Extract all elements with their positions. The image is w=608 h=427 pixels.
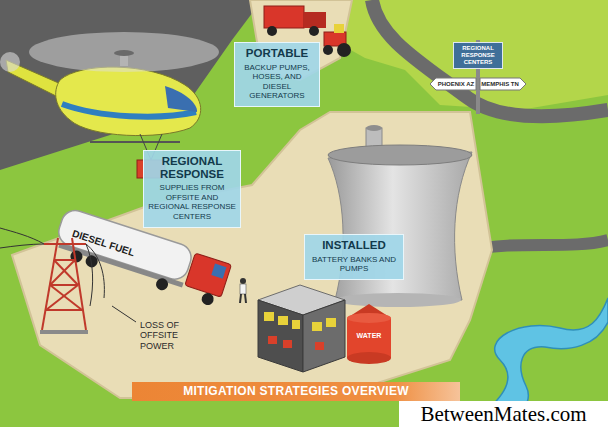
power-pylon bbox=[50, 284, 78, 286]
power-pylon bbox=[46, 285, 78, 310]
helicopter bbox=[165, 86, 197, 112]
water-tank bbox=[347, 352, 391, 364]
callout-heading: REGIONAL RESPONSE bbox=[148, 155, 236, 180]
fuel-truck bbox=[185, 253, 232, 297]
watermark: BetweenMates.com bbox=[399, 401, 608, 427]
power-wires bbox=[112, 306, 136, 322]
power-wires bbox=[0, 244, 44, 248]
battery-building bbox=[268, 336, 277, 344]
callout-text: BATTERY BANKS AND PUMPS bbox=[309, 255, 399, 274]
portable-equipment bbox=[337, 43, 351, 57]
callout-box: INSTALLED BATTERY BANKS AND PUMPS bbox=[304, 234, 404, 280]
helicopter bbox=[0, 52, 20, 72]
callout-text: SUPPLIES FROM OFFSITE AND REGIONAL RESPO… bbox=[148, 183, 236, 221]
power-pylon bbox=[40, 238, 88, 332]
tank-label: WATER bbox=[351, 331, 387, 340]
sign-board: REGIONAL RESPONSE CENTERS bbox=[453, 42, 503, 69]
portable-equipment bbox=[323, 45, 333, 55]
battery-building bbox=[283, 340, 292, 348]
direction-sign: PHOENIX AZ bbox=[437, 78, 475, 90]
signpost bbox=[430, 78, 476, 90]
callout-text: REGIONAL RESPONSE CENTERS bbox=[456, 45, 500, 66]
portable-equipment bbox=[309, 26, 319, 36]
battery-building bbox=[264, 312, 274, 321]
helicopter bbox=[29, 32, 219, 72]
power-pylon bbox=[50, 260, 75, 285]
tanker-label: DIESEL FUEL bbox=[71, 228, 134, 259]
signpost bbox=[480, 78, 526, 90]
battery-building bbox=[303, 300, 345, 372]
callout-heading: PORTABLE bbox=[239, 47, 315, 60]
callout-box: PORTABLE BACKUP PUMPS, HOSES, AND DIESEL … bbox=[234, 42, 320, 107]
cooling-tower bbox=[335, 293, 461, 307]
battery-building bbox=[326, 318, 336, 327]
direction-sign: MEMPHIS TN bbox=[481, 78, 519, 90]
callout-text: BACKUP PUMPS, HOSES, AND DIESEL GENERATO… bbox=[239, 63, 315, 101]
battery-building bbox=[312, 322, 322, 331]
callout-heading: INSTALLED bbox=[309, 239, 399, 252]
person bbox=[245, 294, 246, 303]
power-pylon bbox=[50, 285, 82, 310]
title-banner bbox=[132, 382, 460, 401]
water-tank bbox=[347, 304, 391, 364]
diagram-title: MITIGATION STRATEGIES OVERVIEW bbox=[132, 382, 460, 401]
person bbox=[240, 278, 246, 284]
battery-building bbox=[292, 320, 300, 329]
power-pylon bbox=[44, 243, 86, 245]
cooling-tower bbox=[366, 125, 382, 131]
portable-equipment bbox=[264, 6, 304, 28]
fuel-truck bbox=[200, 292, 215, 307]
portable-equipment bbox=[334, 24, 344, 33]
person bbox=[240, 284, 246, 294]
fuel-truck bbox=[154, 277, 169, 292]
battery-building bbox=[258, 285, 345, 372]
terrain bbox=[372, 0, 608, 116]
power-wires bbox=[0, 228, 136, 322]
signpost bbox=[430, 40, 526, 114]
portable-equipment bbox=[304, 12, 326, 28]
battery-building bbox=[315, 342, 324, 350]
cooling-tower bbox=[328, 145, 472, 165]
person bbox=[240, 278, 246, 303]
site-pad bbox=[12, 0, 492, 398]
power-wires bbox=[0, 228, 44, 244]
helicopter bbox=[90, 141, 180, 143]
callout-box: REGIONAL RESPONSE SUPPLIES FROM OFFSITE A… bbox=[143, 150, 241, 228]
water-tank bbox=[347, 313, 391, 323]
title-banner bbox=[132, 382, 460, 401]
power-pylon bbox=[46, 309, 82, 311]
power-pylon bbox=[40, 330, 88, 334]
helicopter bbox=[56, 67, 201, 135]
note-label: LOSS OF OFFSITE POWER bbox=[140, 320, 214, 351]
battery-building bbox=[278, 316, 288, 325]
power-wires bbox=[86, 244, 93, 306]
power-pylon bbox=[54, 260, 78, 285]
person bbox=[240, 294, 241, 303]
fuel-truck bbox=[211, 264, 226, 279]
battery-building bbox=[258, 300, 303, 372]
portable-equipment bbox=[267, 26, 277, 36]
power-pylon bbox=[54, 259, 75, 261]
site-pad bbox=[12, 112, 492, 398]
helicopter bbox=[114, 50, 134, 56]
